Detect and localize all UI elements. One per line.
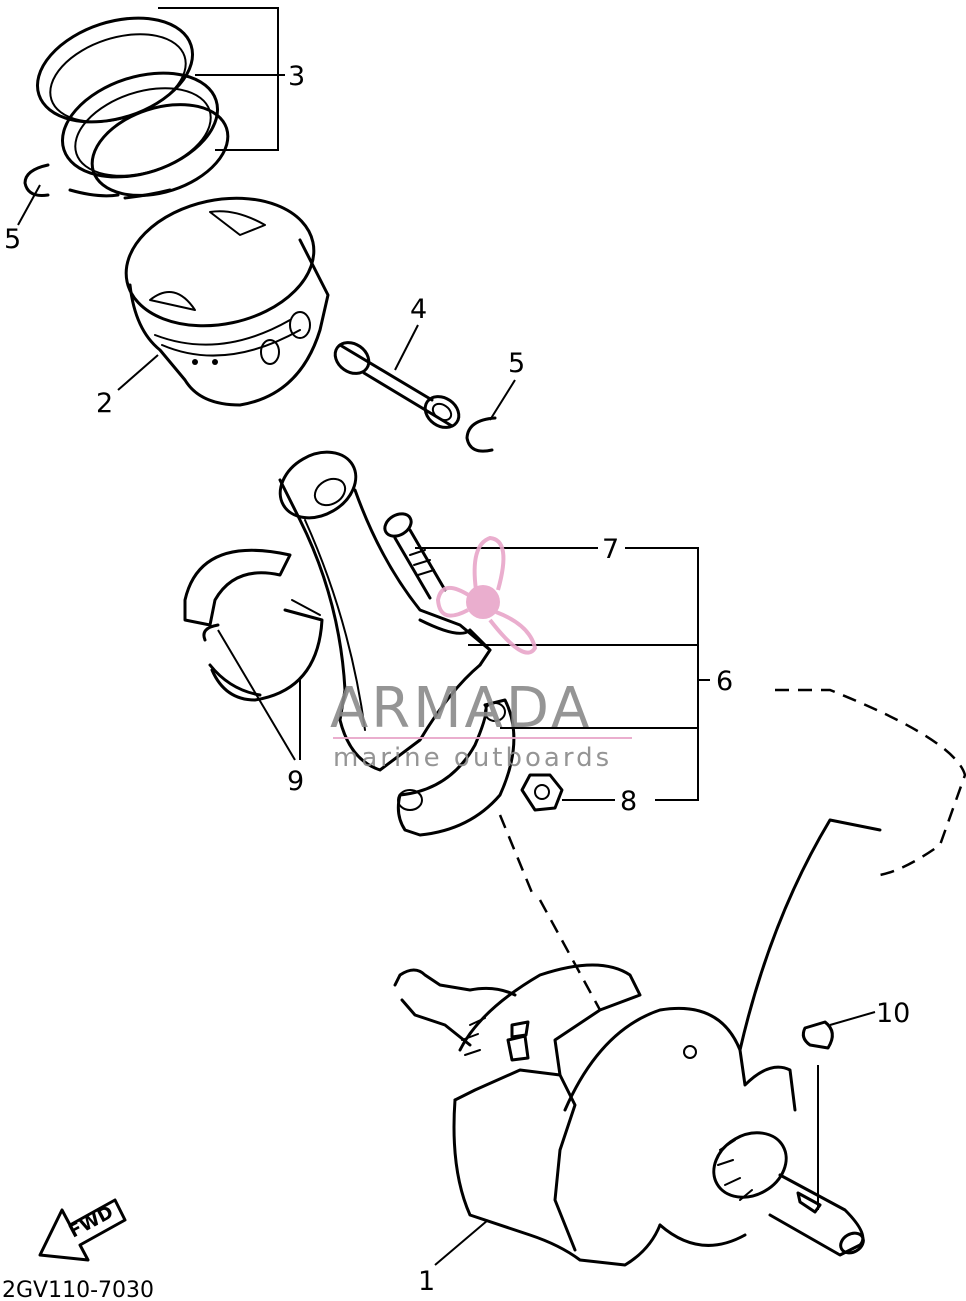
callout-1: 1 bbox=[418, 1266, 435, 1297]
rod-cap-drawing bbox=[396, 698, 516, 837]
fwd-arrow-icon: FWD bbox=[38, 1198, 127, 1262]
callout-5-left: 5 bbox=[4, 224, 21, 255]
fwd-label: FWD bbox=[65, 1202, 116, 1243]
leader-lines bbox=[17, 7, 876, 1266]
piston-drawing bbox=[124, 196, 330, 407]
callout-10: 10 bbox=[876, 998, 910, 1029]
watermark-title: ARMADA bbox=[330, 676, 592, 741]
circlip-right-drawing bbox=[465, 416, 497, 453]
watermark-subtitle: marine outboards bbox=[333, 743, 612, 773]
callout-numbers: 3 5 2 4 5 7 6 8 9 10 1 bbox=[4, 61, 910, 1297]
crankshaft-drawing bbox=[393, 818, 882, 1267]
piston-pin-drawing bbox=[333, 341, 461, 429]
bearing-shells-drawing bbox=[183, 548, 324, 702]
rod-bolt-drawing bbox=[383, 512, 447, 600]
callout-7: 7 bbox=[602, 534, 619, 565]
callout-4: 4 bbox=[410, 294, 427, 325]
piston-rings-drawing bbox=[35, 16, 230, 200]
callout-6: 6 bbox=[716, 666, 733, 697]
callout-9: 9 bbox=[287, 766, 304, 797]
nut-drawing bbox=[520, 773, 564, 812]
callout-2: 2 bbox=[96, 388, 113, 419]
callout-5-right: 5 bbox=[508, 348, 525, 379]
propeller-icon bbox=[435, 535, 538, 655]
woodruff-key-drawing bbox=[801, 1020, 834, 1050]
circlip-left-drawing bbox=[23, 163, 50, 197]
diagram-code: 2GV110-7030 bbox=[2, 1278, 154, 1301]
watermark: ARMADA marine outboards bbox=[330, 535, 632, 773]
callout-3: 3 bbox=[288, 61, 305, 92]
assembly-dashed-outline bbox=[498, 688, 966, 1011]
callout-8: 8 bbox=[620, 786, 637, 817]
connecting-rod-drawing bbox=[278, 450, 492, 772]
